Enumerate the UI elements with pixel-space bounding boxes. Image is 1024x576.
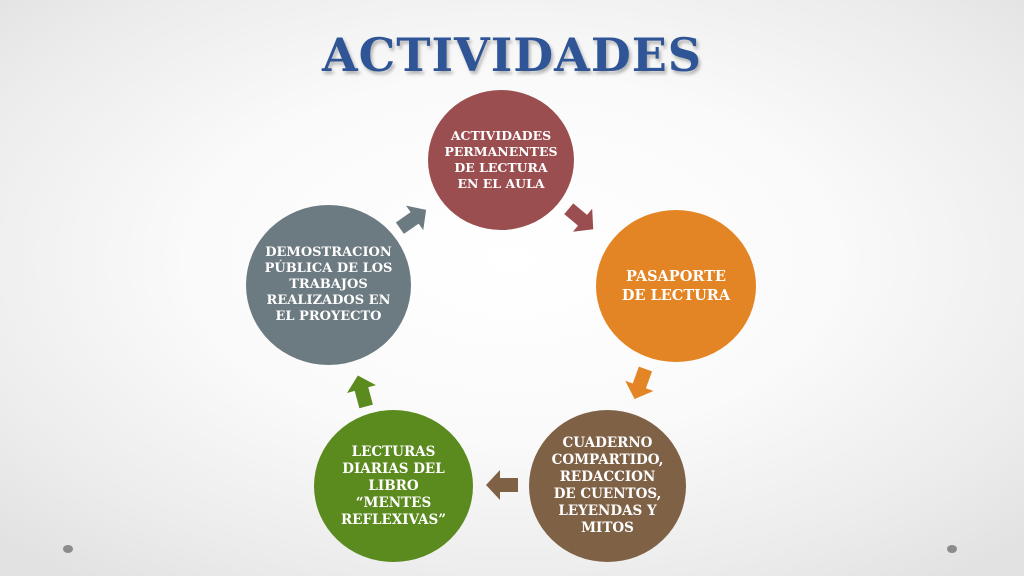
node-label: LECTURAS DIARIAS DEL LIBRO “MENTES REFLE…	[340, 443, 447, 528]
slide-dot-right	[947, 545, 957, 553]
node-label: PASAPORTE DE LECTURA	[621, 268, 731, 304]
slide-dot-left	[63, 545, 73, 553]
arrow-node-2-to-node-3	[625, 366, 654, 400]
node-label: DEMOSTRACION PÚBLICA DE LOS TRABAJOS REA…	[264, 245, 393, 324]
arrow-node-3-to-node-4	[486, 470, 518, 500]
node-actividades-permanentes: ACTIVIDADES PERMANENTES DE LECTURA EN EL…	[428, 90, 574, 230]
node-label: ACTIVIDADES PERMANENTES DE LECTURA EN EL…	[444, 128, 558, 191]
arrow-node-5-to-node-1	[395, 205, 427, 234]
arrow-node-1-to-node-2	[564, 203, 594, 232]
node-label: CUADERNO COMPARTIDO, REDACCION DE CUENTO…	[551, 435, 664, 536]
node-demostracion-publica: DEMOSTRACION PÚBLICA DE LOS TRABAJOS REA…	[246, 205, 411, 365]
node-lecturas-diarias: LECTURAS DIARIAS DEL LIBRO “MENTES REFLE…	[314, 410, 473, 562]
slide-title: ACTIVIDADES	[321, 28, 702, 82]
node-cuaderno-compartido: CUADERNO COMPARTIDO, REDACCION DE CUENTO…	[529, 410, 686, 562]
arrow-node-4-to-node-5	[346, 375, 376, 409]
node-pasaporte-de-lectura: PASAPORTE DE LECTURA	[596, 210, 756, 362]
